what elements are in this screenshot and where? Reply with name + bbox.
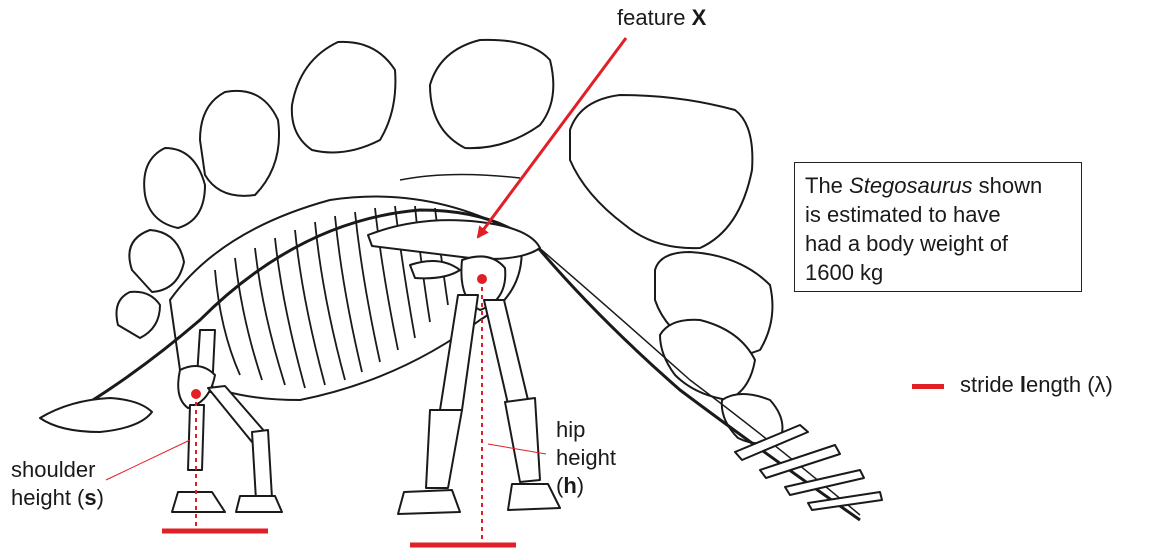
shoulder-height-label: shoulder height (s) xyxy=(11,456,104,512)
shoulder-label-leader xyxy=(106,440,190,480)
info-line-3: had a body weight of xyxy=(805,229,1071,258)
info-line-1: The Stegosaurus shown xyxy=(805,171,1071,200)
hip-label-line3: (h) xyxy=(556,472,616,500)
hip-label-line2: height xyxy=(556,444,616,472)
stride-legend-swatch xyxy=(912,384,944,389)
feature-x-letter: X xyxy=(692,5,707,30)
skull xyxy=(40,398,152,432)
feature-x-label-text: feature xyxy=(617,5,692,30)
skeleton-illustration xyxy=(40,40,882,520)
weight-info-box: The Stegosaurus shown is estimated to ha… xyxy=(794,162,1082,292)
info-line-2: is estimated to have xyxy=(805,200,1071,229)
info-line-4: 1600 kg xyxy=(805,258,1071,287)
stride-legend-label: stride length (λ) xyxy=(960,371,1113,399)
hip-height-label: hip height (h) xyxy=(556,416,616,500)
shoulder-label-line1: shoulder xyxy=(11,456,104,484)
feature-x-label: feature X xyxy=(617,4,706,32)
shoulder-label-line2: height (s) xyxy=(11,484,104,512)
hip-label-line1: hip xyxy=(556,416,616,444)
